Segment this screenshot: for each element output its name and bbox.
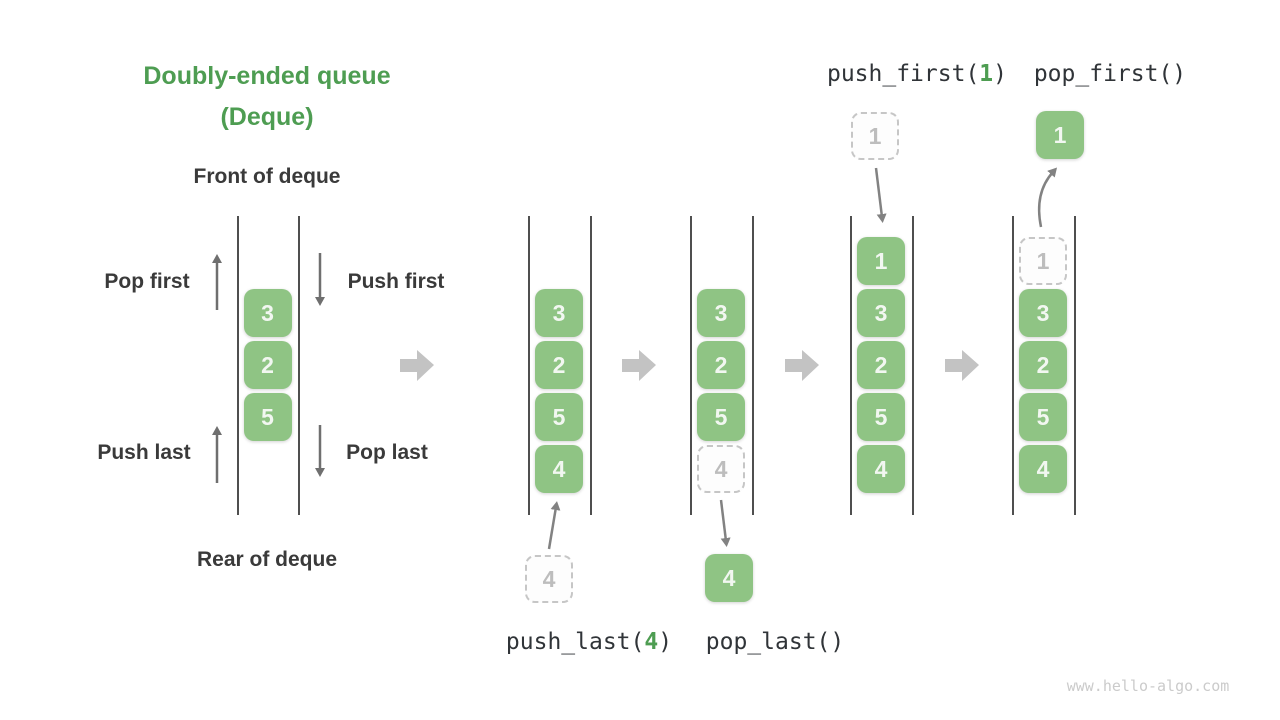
- watermark: www.hello-algo.com: [1066, 677, 1230, 695]
- push-last-caption: push_last(4): [506, 629, 672, 655]
- caption-pre: pop_first(): [1033, 61, 1187, 87]
- cell-4: 4: [535, 445, 583, 493]
- cell-5: 5: [535, 393, 583, 441]
- cell-3: 3: [857, 289, 905, 337]
- caption-post: ): [658, 629, 673, 655]
- cell-2: 2: [697, 341, 745, 389]
- cell-2: 2: [857, 341, 905, 389]
- ghost-cell-1: 1: [1019, 237, 1067, 285]
- caption-post: ): [993, 61, 1008, 87]
- caption-pre: push_last(: [505, 629, 645, 655]
- cell-2: 2: [1019, 341, 1067, 389]
- cell-5: 5: [1019, 393, 1067, 441]
- push-first-caption: push_first(1): [827, 61, 1007, 87]
- ghost-cell-4: 4: [525, 555, 573, 603]
- caption-pre: pop_last(): [705, 629, 845, 655]
- title-line-2: (Deque): [220, 103, 314, 131]
- step-arrow-1: [400, 350, 434, 381]
- step-arrow-2: [622, 350, 656, 381]
- pop-first-label: Pop first: [104, 270, 190, 293]
- cell-4: 4: [705, 554, 753, 602]
- push-first-connector: [874, 167, 887, 223]
- push-last-label: Push last: [97, 441, 191, 464]
- queue-push-last-right-wall: [590, 216, 592, 515]
- cell-2: 2: [243, 341, 292, 389]
- cell-1: 1: [857, 237, 905, 285]
- queue-overview-left-wall: [237, 216, 239, 515]
- cell-5: 5: [697, 393, 745, 441]
- caption-pre: push_first(: [826, 61, 980, 87]
- caption-arg: 1: [979, 61, 994, 87]
- diagram-title: Doubly-ended queue (Deque): [143, 56, 390, 138]
- queue-pop-first-right-wall: [1074, 216, 1076, 515]
- step-arrow-4: [945, 350, 979, 381]
- pop-last-connector: [719, 499, 731, 547]
- pop-last-label: Pop last: [346, 441, 428, 464]
- queue-push-last-left-wall: [528, 216, 530, 515]
- rear-of-deque-label: Rear of deque: [196, 548, 338, 571]
- queue-push-first-right-wall: [912, 216, 914, 515]
- ghost-cell-4: 4: [697, 445, 745, 493]
- queue-overview-right-wall: [298, 216, 300, 515]
- cell-2: 2: [535, 341, 583, 389]
- queue-pop-first-left-wall: [1012, 216, 1014, 515]
- cell-3: 3: [697, 289, 745, 337]
- caption-arg: 4: [644, 629, 659, 655]
- front-of-deque-label: Front of deque: [193, 165, 341, 188]
- step-arrow-3: [785, 350, 819, 381]
- pop-last-caption: pop_last(): [706, 629, 844, 655]
- cell-4: 4: [857, 445, 905, 493]
- ghost-cell-1: 1: [851, 112, 899, 160]
- queue-push-first-left-wall: [850, 216, 852, 515]
- pop-first-caption: pop_first(): [1034, 61, 1186, 87]
- queue-pop-last-left-wall: [690, 216, 692, 515]
- cell-3: 3: [243, 289, 292, 337]
- queue-pop-last-right-wall: [752, 216, 754, 515]
- push-last-connector: [547, 501, 561, 550]
- pop-first-connector: [1037, 167, 1058, 228]
- cell-3: 3: [1019, 289, 1067, 337]
- cell-1: 1: [1036, 111, 1084, 159]
- push-first-label: Push first: [347, 270, 445, 293]
- cell-5: 5: [243, 393, 292, 441]
- cell-3: 3: [535, 289, 583, 337]
- cell-5: 5: [857, 393, 905, 441]
- cell-4: 4: [1019, 445, 1067, 493]
- title-line-1: Doubly-ended queue: [143, 62, 391, 90]
